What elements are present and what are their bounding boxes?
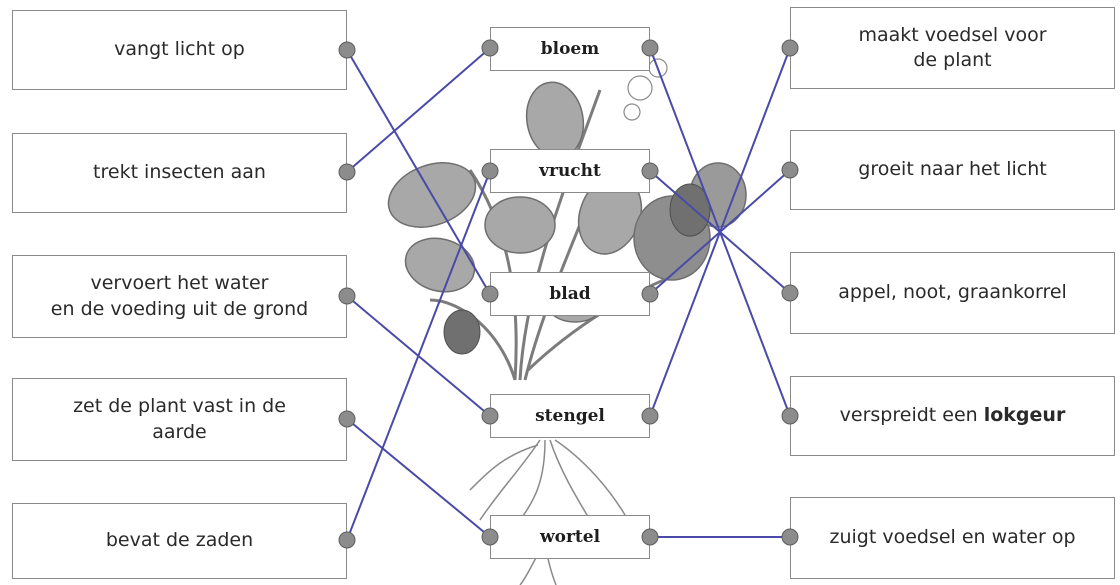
connector-dot-l4[interactable] (338, 410, 356, 428)
connector-dot-m3r[interactable] (641, 285, 659, 303)
right-box-2: groeit naar het licht (790, 130, 1115, 210)
mid-box-1-text: bloem (540, 38, 600, 59)
connection-line-l5-m2 (346, 170, 491, 541)
left-box-5: bevat de zaden (12, 503, 347, 579)
connector-dot-m3l[interactable] (481, 285, 499, 303)
connector-dot-l2[interactable] (338, 163, 356, 181)
right-box-3: appel, noot, graankorrel (790, 252, 1115, 334)
connector-dot-m1l[interactable] (481, 39, 499, 57)
left-box-2: trekt insecten aan (12, 133, 347, 213)
mid-box-5: wortel (490, 515, 650, 559)
left-box-2-text: trekt insecten aan (93, 161, 266, 184)
connector-dot-r4[interactable] (781, 407, 799, 425)
mid-box-4: stengel (490, 394, 650, 438)
flower-blossoms (623, 58, 668, 121)
mid-box-5-text: wortel (539, 526, 601, 547)
connector-dot-r3[interactable] (781, 284, 799, 302)
connection-dots (338, 39, 799, 549)
connector-dot-l3[interactable] (338, 287, 356, 305)
connector-dot-m5r[interactable] (641, 528, 659, 546)
connection-line-l4-m5 (346, 418, 491, 538)
right-box-4-plain: verspreidt een (839, 404, 984, 427)
right-box-3-text: appel, noot, graankorrel (838, 281, 1067, 304)
connection-line-l1-m3 (346, 49, 491, 295)
connector-dot-m2r[interactable] (641, 162, 659, 180)
connection-line-m4-r1 (649, 47, 791, 417)
mid-box-3-text: blad (549, 283, 591, 304)
right-box-5-text: zuigt voedsel en water op (829, 526, 1076, 549)
right-box-4-text: verspreidt een lokgeur (840, 403, 1066, 428)
connector-dot-r5[interactable] (781, 528, 799, 546)
right-box-4: verspreidt een lokgeur (790, 376, 1115, 456)
connector-dot-m5l[interactable] (481, 528, 499, 546)
connector-dot-m4l[interactable] (481, 407, 499, 425)
connector-dot-m1r[interactable] (641, 39, 659, 57)
mid-box-1: bloem (490, 27, 650, 71)
mid-box-2: vrucht (490, 149, 650, 193)
connection-lines (346, 47, 791, 541)
connection-line-l2-m1 (346, 47, 491, 173)
root-lines (469, 439, 626, 585)
right-box-4-bold: lokgeur (983, 404, 1066, 427)
mid-box-3: blad (490, 272, 650, 316)
connector-dot-r1[interactable] (781, 39, 799, 57)
right-box-5: zuigt voedsel en water op (790, 497, 1115, 579)
connector-dot-r2[interactable] (781, 161, 799, 179)
left-box-1-text: vangt licht op (114, 38, 245, 61)
left-box-3-text: vervoert het water en de voeding uit de … (50, 272, 309, 320)
left-box-4: zet de plant vast in de aarde (12, 378, 347, 461)
mid-box-2-text: vrucht (539, 160, 601, 181)
left-box-5-text: bevat de zaden (105, 529, 254, 552)
left-box-1: vangt licht op (12, 10, 347, 90)
right-box-2-text: groeit naar het licht (858, 158, 1047, 181)
left-box-4-text: zet de plant vast in de aarde (73, 395, 286, 443)
mid-box-4-text: stengel (535, 405, 605, 426)
connector-dot-l5[interactable] (338, 531, 356, 549)
connector-dot-l1[interactable] (338, 41, 356, 59)
connector-dot-m2l[interactable] (481, 162, 499, 180)
connector-dot-m4r[interactable] (641, 407, 659, 425)
left-box-3: vervoert het water en de voeding uit de … (12, 255, 347, 338)
right-box-1-text: maakt voedsel voor de plant (858, 23, 1047, 71)
